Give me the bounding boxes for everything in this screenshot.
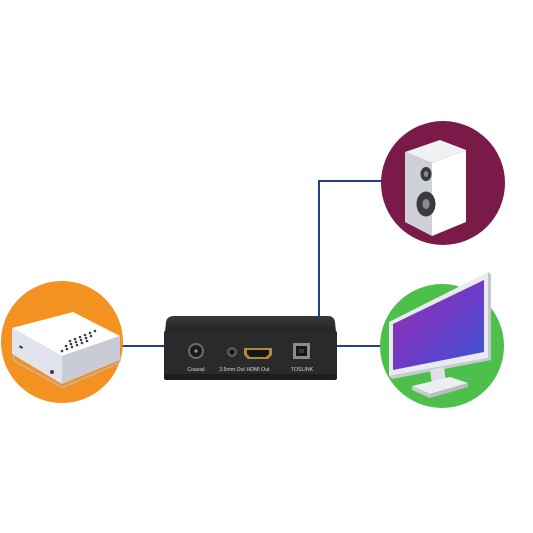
connector-lines (120, 180, 388, 347)
tv-node (380, 272, 504, 408)
coaxial-port[interactable] (188, 343, 204, 359)
line-device-to-speaker (318, 180, 388, 318)
coaxial-label: Coaxial (187, 367, 204, 373)
media-player-icon (12, 312, 121, 388)
speaker-node (381, 121, 505, 245)
speaker-icon (405, 140, 466, 236)
converter-device: Coaxial 3.5mm Out HDMI Out TOSLINK (164, 316, 337, 380)
toslink-port[interactable] (293, 343, 310, 359)
aux-label: 3.5mm Out (219, 367, 245, 373)
source-node (1, 281, 123, 403)
monitor-icon (389, 272, 491, 398)
hdmi-port[interactable] (244, 348, 272, 359)
hdmi-label: HDMI Out (246, 367, 270, 373)
vent-holes (60, 329, 97, 353)
toslink-label: TOSLINK (291, 367, 314, 373)
aux-port[interactable] (227, 347, 237, 357)
